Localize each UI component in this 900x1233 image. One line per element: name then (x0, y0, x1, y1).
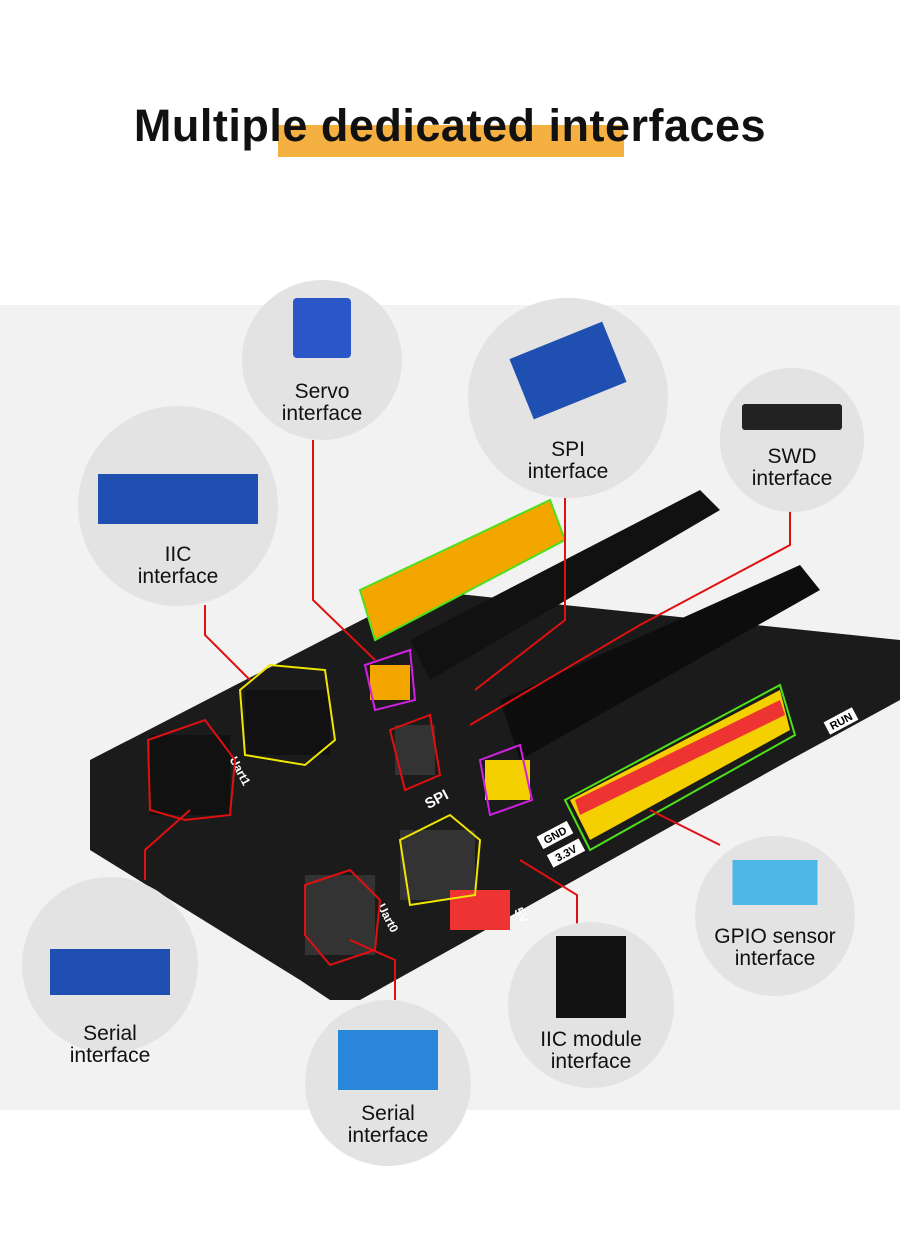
callout-label: Serial (83, 1022, 137, 1045)
oled-display-icon (509, 321, 627, 420)
callout-label: interface (137, 565, 219, 588)
callout-label: interface (550, 1050, 632, 1073)
board-label-5v: 5V (511, 905, 532, 926)
callout-label: IIC module (540, 1028, 642, 1051)
callout-serial-left: Serial interface (22, 877, 198, 1067)
callout-label: interface (347, 1124, 429, 1147)
gpio-pin-row-red (575, 700, 785, 815)
callout-serial-bottom: Serial interface (305, 1000, 471, 1166)
callout-label: SWD (767, 445, 817, 468)
callout-label: interface (734, 947, 816, 970)
servo-motor-icon (293, 298, 351, 358)
spi-pins (395, 725, 435, 775)
callout-label: Serial (361, 1102, 415, 1125)
temperature-sensor-icon (732, 860, 818, 905)
header-socket-bottom (500, 565, 820, 760)
callout-servo: Servo interface (242, 280, 402, 440)
color-sensor-icon (556, 936, 626, 1018)
callout-label: GPIO sensor (714, 925, 836, 948)
callout-gpio-sensor: GPIO sensor interface (695, 836, 855, 996)
callout-spi: SPI interface (468, 298, 668, 498)
oled-module-icon (98, 474, 258, 524)
5v-pins (450, 890, 510, 930)
small-servo-pins (370, 665, 410, 700)
callout-iic-module: IIC module interface (508, 922, 674, 1088)
callout-label: interface (281, 402, 363, 425)
title-highlight (278, 125, 624, 157)
uart0-pins (305, 875, 375, 955)
small-gpio-pins (485, 760, 530, 800)
callout-label: SPI (551, 438, 585, 461)
usb-debugger-icon (742, 404, 842, 430)
uart1-socket (150, 735, 230, 815)
wireless-module-icon (338, 1030, 438, 1090)
servo-pin-row (360, 500, 565, 640)
callout-label: interface (751, 467, 833, 490)
callout-label: interface (69, 1044, 151, 1067)
callout-swd: SWD interface (720, 368, 864, 512)
callout-label: interface (527, 460, 609, 483)
iic-module-pins (400, 830, 475, 900)
callout-iic: IIC interface (78, 406, 278, 606)
bluetooth-module-icon (50, 949, 170, 995)
iic-socket (245, 690, 330, 755)
callout-label: IIC (164, 543, 192, 566)
callout-label: Servo (294, 380, 350, 403)
page-title: Multiple dedicated interfaces (133, 100, 767, 151)
